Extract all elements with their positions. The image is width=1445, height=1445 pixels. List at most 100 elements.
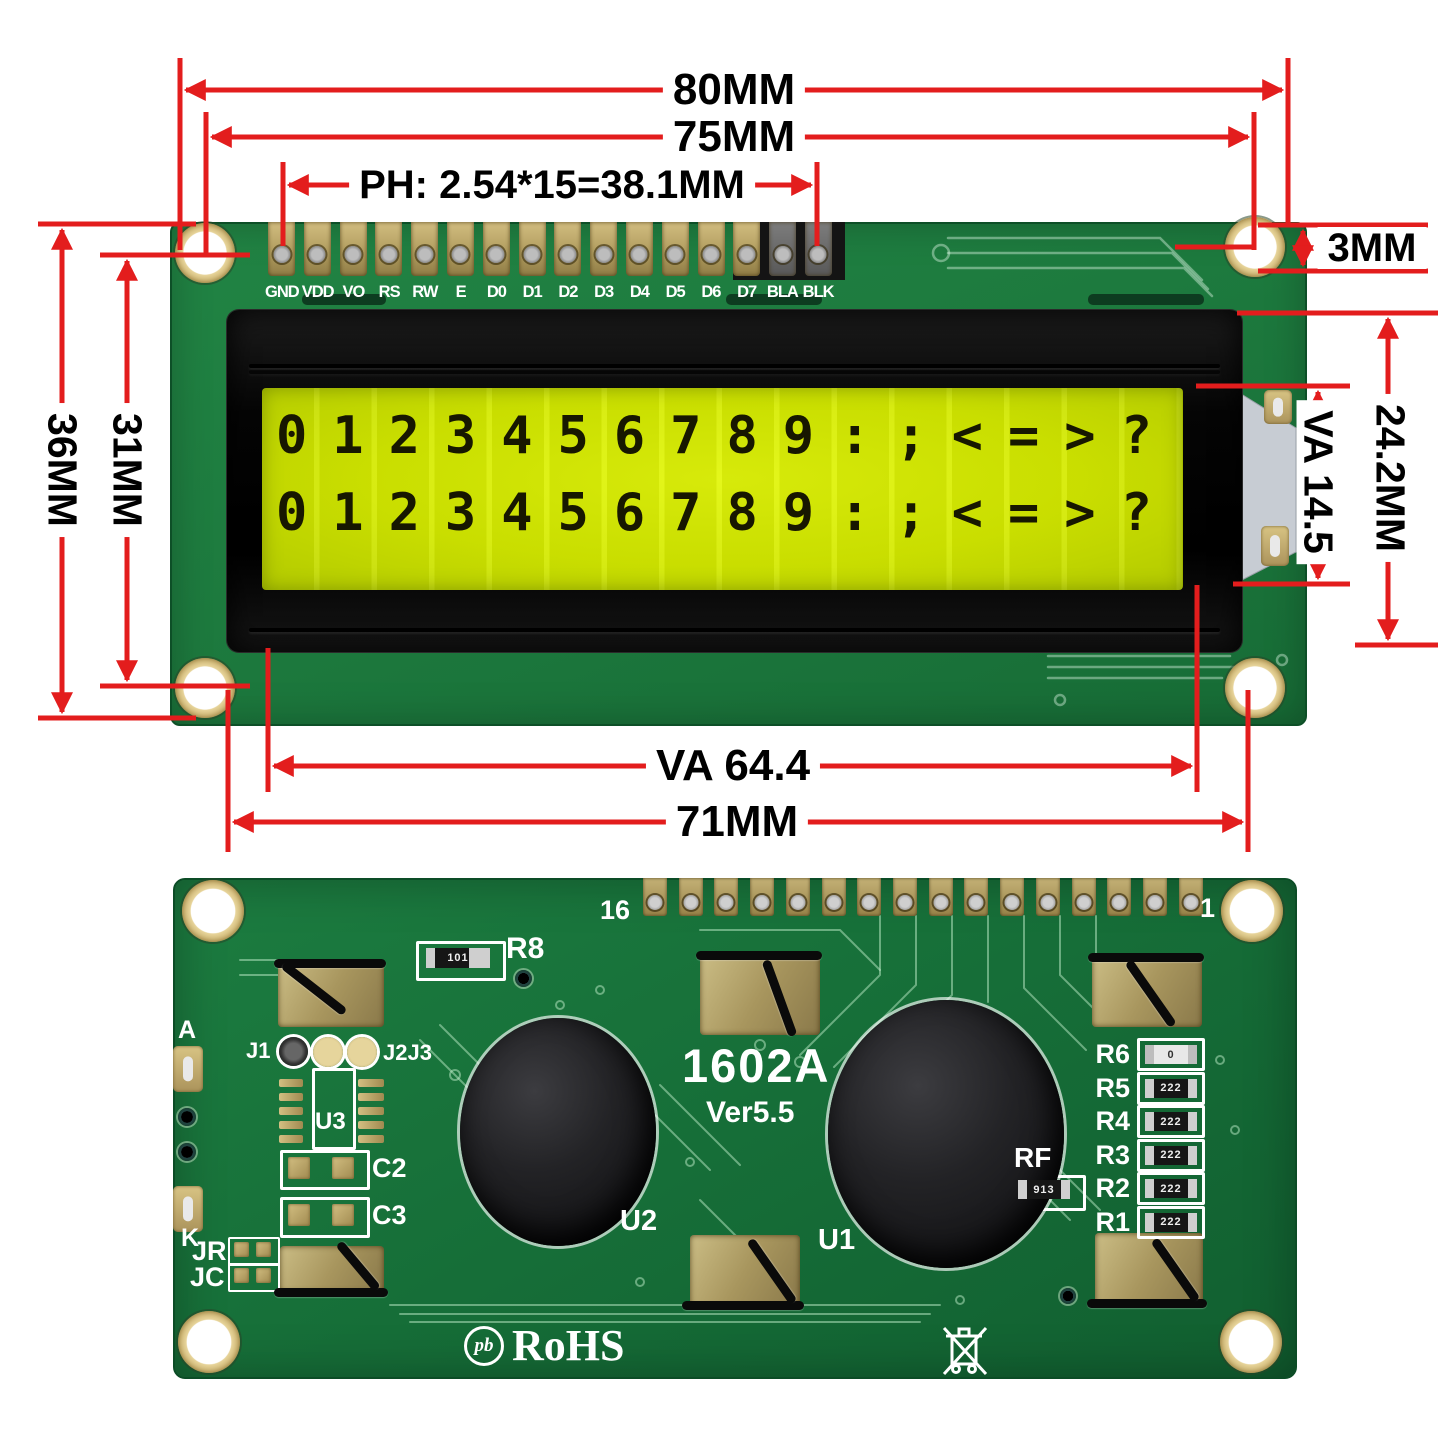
pin-pad: [375, 222, 403, 276]
jr-outline: [228, 1237, 280, 1266]
rohs-label: RoHS: [512, 1321, 625, 1370]
pin-label: BLK: [802, 283, 835, 301]
back-pin-pad: [893, 878, 918, 916]
pin-label: GND: [265, 283, 300, 301]
pin-label: RW: [412, 283, 438, 301]
back-pin-pad: [785, 878, 810, 916]
pin-pad: [590, 222, 618, 276]
cathode-label: K: [181, 1224, 200, 1252]
dim-height-31mm: 31MM: [105, 403, 151, 537]
pin-label: D3: [594, 283, 614, 301]
c2-outline: [280, 1150, 370, 1190]
pin-pad: [554, 222, 582, 276]
pin-label: D7: [737, 283, 757, 301]
via: [1060, 1288, 1076, 1304]
mount-hole-back-top-left: [182, 880, 244, 942]
version-label: Ver5.5: [706, 1096, 795, 1129]
frame-tab: [274, 1240, 388, 1297]
pin-pad: [733, 222, 761, 276]
pin-label: VO: [342, 283, 365, 301]
pin-label: E: [455, 283, 467, 301]
resistor-label: R5: [1095, 1072, 1130, 1103]
mount-hole-front-top-left: [175, 223, 235, 283]
u3-label: U3: [315, 1108, 346, 1135]
mount-hole-back-bottom-left: [178, 1311, 240, 1373]
c2-label: C2: [372, 1153, 407, 1183]
resistor-row: R5 222: [1088, 1071, 1205, 1106]
anode-label: A: [178, 1016, 197, 1044]
u2-label: U2: [620, 1205, 658, 1237]
resistor-label: R3: [1095, 1139, 1130, 1170]
mount-hole-back-bottom-right: [1220, 1311, 1282, 1373]
model-label: 1602A: [682, 1039, 831, 1092]
back-pin-pad: [714, 878, 739, 916]
dim-width-80mm: 80MM: [662, 66, 806, 114]
pin1-label: 1: [1200, 893, 1216, 923]
pb-lead-free-icon: pb: [464, 1326, 504, 1366]
frame-tab: [682, 1235, 804, 1310]
back-pin-pad: [678, 878, 703, 916]
resistor-label: R4: [1095, 1106, 1130, 1137]
pin16-label: 16: [600, 895, 631, 925]
weee-bin-icon: [942, 1326, 988, 1376]
back-pin-pad: [964, 878, 989, 916]
zebra-pad-top: [1264, 390, 1292, 424]
pin-label: D6: [701, 283, 721, 301]
dim-height-36mm: 36MM: [40, 403, 86, 537]
resistor-chip: 222: [1145, 1179, 1197, 1199]
dim-bezel-24-2mm: 24.2MM: [1368, 393, 1414, 563]
pin-pad: [268, 222, 295, 276]
pin-pad: [303, 222, 331, 276]
r8-label: R8: [506, 932, 545, 965]
dim-va-width-64-4: VA 64.4: [645, 742, 821, 790]
pin-label: D2: [558, 283, 578, 301]
pin-pad: [411, 222, 439, 276]
lcd-text-line-2: 0123456789:;<=>?: [276, 483, 1177, 543]
pin-pad: [661, 222, 689, 276]
frame-tab: [1088, 953, 1204, 1029]
resistor-row: R2 222: [1088, 1172, 1205, 1206]
pin-pad: [482, 222, 510, 276]
back-pin-row: [643, 878, 1203, 916]
jr-label: JR: [192, 1236, 227, 1266]
zebra-pad-bottom: [1261, 526, 1289, 566]
edge-pad-a: [173, 1046, 203, 1092]
pin-label: BLA: [766, 283, 799, 301]
r8-chip: 101: [426, 948, 490, 968]
resistor-row: R1 222: [1088, 1205, 1205, 1240]
back-pin-pad: [1000, 878, 1025, 916]
frame-tab: [274, 959, 386, 1027]
edge-pad-k: [173, 1186, 203, 1232]
pin-pad: [518, 222, 546, 276]
u3-outline: [312, 1068, 356, 1150]
j1-label: J1: [246, 1038, 271, 1063]
pin-label: VDD: [301, 283, 335, 301]
resistor-row: R6 0: [1088, 1038, 1205, 1072]
back-pin-pad: [1035, 878, 1060, 916]
lcd-text-line-1: 0123456789:;<=>?: [276, 406, 1177, 466]
mount-hole-front-bottom-left: [175, 658, 235, 718]
frame-tab: [696, 951, 822, 1038]
pin-pad: [697, 222, 725, 276]
dim-va-height-14-5: VA 14.5: [1296, 400, 1342, 564]
r8-outline: [416, 941, 506, 981]
back-pin-pad: [750, 878, 775, 916]
pin-label: D0: [486, 283, 507, 301]
back-pin-pad: [857, 878, 882, 916]
c3-label: C3: [372, 1200, 407, 1230]
pin-label: D4: [629, 283, 650, 301]
resistor-row: R3 222: [1088, 1138, 1205, 1173]
j2j3-label: J2J3: [383, 1040, 432, 1065]
rf-label: RF: [1014, 1142, 1052, 1173]
back-pin-pad: [1143, 878, 1168, 916]
jc-label: JC: [190, 1262, 225, 1292]
j1-pad: [279, 1037, 308, 1066]
rf-chip: 913: [1018, 1180, 1070, 1199]
resistor-chip: 0: [1145, 1045, 1197, 1065]
j3-pad: [347, 1037, 377, 1067]
jc-outline: [228, 1263, 280, 1292]
pin-labels: GND VDD VO RS RW E D0 D1 D2 D3 D4 D5 D6 …: [264, 280, 836, 304]
lcd-display: 0123456789:;<=>? 0123456789:;<=>?: [262, 388, 1183, 590]
back-pin-pad: [928, 878, 953, 916]
mount-hole-front-bottom-right: [1225, 658, 1285, 718]
